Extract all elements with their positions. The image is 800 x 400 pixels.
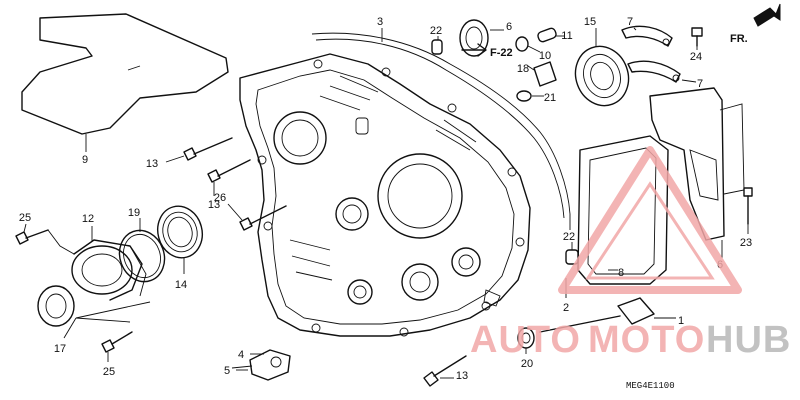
part-21-o-ring: [516, 90, 544, 102]
part-25-bolt-lower: [101, 331, 133, 362]
callout-c22a: 22: [430, 25, 442, 37]
part-24-screw: [691, 27, 703, 50]
callout-c19: 19: [128, 207, 140, 219]
callout-c7a: 7: [627, 16, 633, 28]
part-14-bearing: [157, 205, 203, 274]
callout-c11: 11: [561, 30, 572, 42]
part-19-o-ring: [118, 218, 166, 283]
callout-c26: 26: [214, 192, 226, 204]
part-13-bolt-lower: [423, 355, 467, 387]
callout-c15: 15: [584, 16, 596, 28]
reference-label: F-22: [490, 47, 513, 59]
part-1-sensor: [539, 297, 676, 333]
callout-c3: 3: [377, 16, 383, 28]
diagram-code: MEG4E1100: [626, 381, 675, 391]
part-23-bolt: [743, 187, 753, 234]
part-12-bearing-holder: [47, 226, 147, 301]
part-20-washer: [517, 327, 535, 354]
callout-numbers: 1234566778910111213131314151718192021222…: [19, 16, 752, 382]
part-11-pin: [537, 27, 564, 43]
callout-c5: 5: [224, 365, 230, 377]
part-25-bolt-upper: [15, 223, 49, 245]
callout-c8: 8: [618, 267, 624, 279]
f22-reference-arrow: [461, 43, 487, 57]
callout-c25b: 25: [103, 366, 115, 378]
callout-c6a: 6: [506, 21, 512, 33]
part-18-dowel: [527, 61, 557, 87]
callout-c4: 4: [238, 349, 244, 361]
callout-c13c: 13: [456, 370, 468, 382]
callout-c12: 12: [82, 213, 94, 225]
callout-c14: 14: [175, 279, 187, 291]
watermark-text-moto: MOTO: [588, 319, 705, 361]
part-3-case-gasket: [311, 28, 571, 230]
callout-c1: 1: [678, 315, 684, 327]
part-17-oil-seal: [37, 285, 151, 339]
callout-c24: 24: [690, 51, 702, 63]
part-22-dowel-top: [431, 36, 443, 55]
part-10-collar: [515, 36, 541, 53]
callout-c17: 17: [54, 343, 66, 355]
direction-label: FR.: [730, 33, 748, 45]
callout-c13a: 13: [146, 158, 158, 170]
callout-c10: 10: [539, 50, 551, 62]
part-4-5-plate: [231, 349, 291, 381]
callout-c21: 21: [544, 92, 556, 104]
callout-c23: 23: [740, 237, 752, 249]
part-6-bearing-top: [459, 19, 504, 57]
callout-c20: 20: [521, 358, 533, 370]
callout-c22b: 22: [563, 231, 575, 243]
callout-c7b: 7: [697, 78, 703, 90]
front-direction-arrow: FR.: [730, 3, 781, 45]
part-26-bolt: [227, 203, 287, 231]
callout-c9: 9: [82, 154, 88, 166]
part-22-dowel-right: [565, 242, 579, 265]
part-7-stopper-plate-lower: [627, 60, 697, 83]
callout-c2: 2: [563, 302, 569, 314]
watermark-text-auto: AUTO: [470, 319, 581, 361]
part-9-gasket-sheet: [21, 13, 229, 152]
watermark-text-hub: HUB: [706, 319, 791, 361]
callout-c18: 18: [517, 63, 529, 75]
callout-c25a: 25: [19, 212, 31, 224]
part-13-bolt-upper: [165, 137, 233, 163]
watermark-logo: AUTO MOTO HUB: [470, 146, 791, 361]
crankcase-half: [239, 53, 531, 337]
callout-c13b: 13: [208, 199, 220, 211]
part-15-bearing: [574, 28, 630, 107]
part-7-stopper-plate-upper: [621, 25, 673, 47]
part-13-bolt-middle: [207, 159, 251, 196]
